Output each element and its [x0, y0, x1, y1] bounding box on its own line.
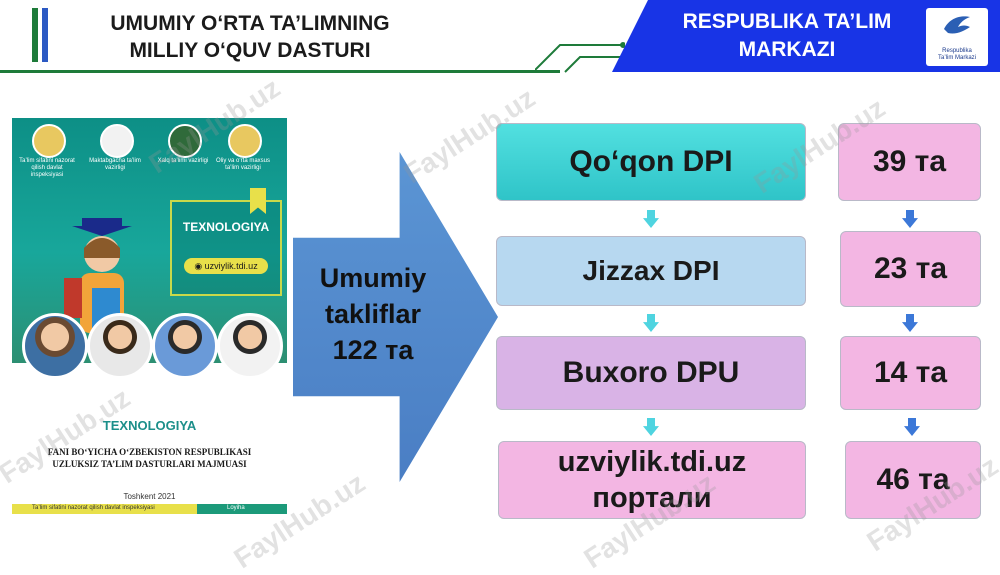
- down-arrow-icon: [904, 418, 920, 436]
- summary-line2: takliflar: [324, 299, 422, 329]
- page-title: UMUMIY O‘RTA TA’LIMNING MILLIY O‘QUV DAS…: [60, 10, 440, 64]
- student-photo: [152, 313, 218, 379]
- down-arrow-icon: [643, 314, 659, 332]
- book-description: FANI BO‘YICHA O‘ZBEKISTON RESPUBLIKASI U…: [12, 446, 287, 470]
- emblem-label: Ta’lim sifatini nazorat qilish davlat in…: [19, 158, 75, 178]
- emblem-icon: [228, 124, 262, 158]
- book-description-line1: FANI BO‘YICHA O‘ZBEKISTON RESPUBLIKASI: [47, 447, 252, 457]
- summary-text: Umumiy takliflar 122 та: [293, 260, 453, 368]
- globe-icon: ◉: [194, 261, 205, 271]
- institution-count: 23 та: [873, 252, 948, 285]
- cover-title: TEXNOLOGIYA: [182, 220, 270, 234]
- book-footer-text: Ta’lim sifatini nazorat qilish davlat in…: [32, 505, 155, 511]
- organization-name: RESPUBLIKA TA’LIM MARKAZI: [652, 8, 922, 64]
- count-box: 39 та: [838, 123, 981, 201]
- cover-url-pill: ◉ uzviylik.tdi.uz: [184, 258, 268, 274]
- cover-title-box: TEXNOLOGIYA ◉ uzviylik.tdi.uz: [170, 200, 282, 296]
- student-photo: [22, 313, 88, 379]
- emblem-label: Oliy va o‘rta maxsus ta’lim vazirligi: [215, 158, 270, 171]
- institution-box: Jizzax DPI: [496, 236, 806, 306]
- book-subject: TEXNOLOGIYA: [102, 418, 197, 433]
- page-title-line2: MILLIY O‘QUV DASTURI: [129, 39, 371, 62]
- page-title-line1: UMUMIY O‘RTA TA’LIMNING: [110, 12, 390, 35]
- down-arrow-icon: [643, 418, 659, 436]
- count-box: 23 та: [840, 231, 981, 307]
- institution-name: Jizzax DPI: [582, 255, 720, 286]
- accent-bar-green: [32, 8, 38, 62]
- book-cover: Ta’lim sifatini nazorat qilish davlat in…: [12, 118, 287, 514]
- emblem-label: Xalq ta’limi vazirligi: [157, 158, 209, 164]
- accent-bar-blue: [42, 8, 48, 62]
- cover-url: uzviylik.tdi.uz: [204, 261, 258, 271]
- logo-text-line1: Respublika: [942, 48, 972, 54]
- book-description-line2: UZLUKSIZ TA’LIM DASTURLARI MAJMUASI: [52, 459, 247, 469]
- dove-icon: [944, 16, 970, 34]
- student-photo: [217, 313, 283, 379]
- down-arrow-icon: [902, 210, 918, 228]
- institution-count: 46 та: [876, 463, 950, 496]
- institution-count: 39 та: [872, 145, 947, 178]
- organization-name-line2: MARKAZI: [738, 38, 836, 61]
- book-footer-strip-accent: [197, 504, 287, 514]
- down-arrow-icon: [902, 314, 918, 332]
- institution-name: Qo‘qon DPI: [569, 145, 733, 178]
- organization-logo: Respublika Ta’lim Markazi: [926, 8, 988, 66]
- emblem-icon: [168, 124, 202, 158]
- book-footer-label: Loyiha: [227, 505, 245, 511]
- emblem-label: Maktabgacha ta’lim vazirligi: [89, 158, 141, 171]
- circuit-decoration: [535, 42, 625, 73]
- summary-total: 122 та: [332, 335, 414, 365]
- logo-text-line2: Ta’lim Markazi: [937, 55, 976, 61]
- count-box: 14 та: [840, 336, 981, 410]
- institution-name: Buxoro DPU: [562, 356, 740, 389]
- header-divider: [0, 70, 560, 73]
- book-footer-strip: [12, 504, 287, 514]
- summary-line1: Umumiy: [319, 263, 427, 293]
- institution-name-line1: uzviylik.tdi.uz: [557, 446, 747, 478]
- emblem-icon: [32, 124, 66, 158]
- book-year: Toshkent 2021: [123, 492, 176, 501]
- count-box: 46 та: [845, 441, 981, 519]
- hand-emblem-icon: [100, 124, 134, 158]
- student-photo: [87, 313, 153, 379]
- institution-box: Qo‘qon DPI: [496, 123, 806, 201]
- institution-name-line2: портали: [592, 482, 712, 514]
- institution-box: uzviylik.tdi.uz портали: [498, 441, 806, 519]
- down-arrow-icon: [643, 210, 659, 228]
- institution-count: 14 та: [873, 356, 948, 389]
- organization-name-line1: RESPUBLIKA TA’LIM: [682, 10, 892, 33]
- institution-box: Buxoro DPU: [496, 336, 806, 410]
- bookmark-icon: [250, 188, 266, 214]
